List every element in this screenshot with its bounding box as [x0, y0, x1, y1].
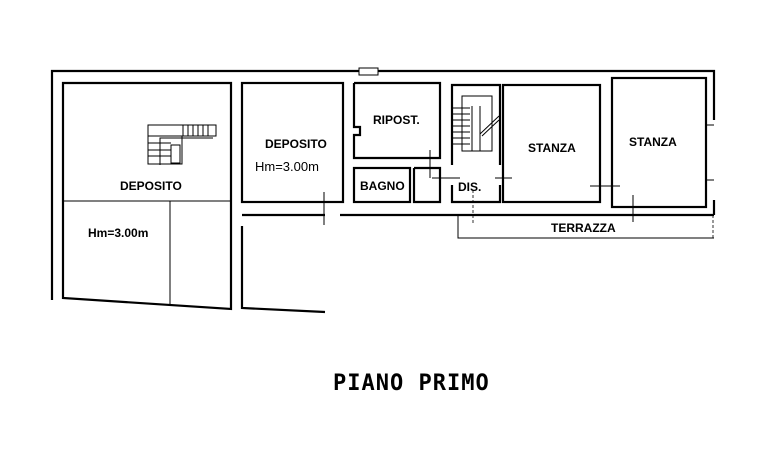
- room-label-deposito: DEPOSITO: [120, 179, 182, 193]
- staircase-icon: [453, 107, 500, 145]
- outer-walls: [50, 67, 716, 300]
- room-label-deposito: DEPOSITO: [265, 137, 327, 151]
- room-deposito-large: DEPOSITO Hm=3.00m: [61, 81, 233, 311]
- staircase-icon: [147, 124, 217, 165]
- room-height-label: Hm=3.00m: [88, 226, 148, 240]
- room-bagno: BAGNO: [352, 150, 460, 204]
- room-stanza-1: STANZA: [495, 83, 620, 204]
- room-disimpegno: DIS.: [450, 83, 502, 225]
- room-deposito-middle: DEPOSITO Hm=3.00m: [240, 81, 345, 314]
- plan-title: PIANO PRIMO: [333, 371, 490, 396]
- room-label-stanza: STANZA: [629, 135, 677, 149]
- room-height-label: Hm=3.00m: [255, 159, 319, 174]
- terrace: TERRAZZA: [457, 215, 714, 239]
- room-label-stanza: STANZA: [528, 141, 576, 155]
- room-label-terrazza: TERRAZZA: [551, 221, 616, 235]
- room-stanza-2: STANZA: [610, 76, 714, 222]
- room-label-bagno: BAGNO: [360, 179, 405, 193]
- room-ripostiglio: RIPOST.: [352, 81, 442, 160]
- room-label-dis: DIS.: [458, 180, 481, 194]
- room-label-ripostiglio: RIPOST.: [373, 113, 420, 127]
